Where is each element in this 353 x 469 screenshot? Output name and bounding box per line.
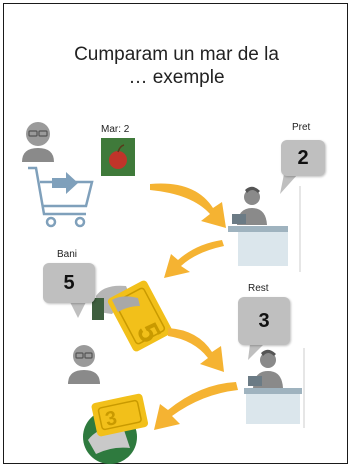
price-bubble-tail (280, 174, 298, 194)
customer-icon (68, 345, 100, 384)
hand-receiving-icon (83, 393, 149, 464)
money-bubble: 5 (43, 263, 95, 303)
arrow-icon (154, 382, 238, 430)
slide-title-line-2: … exemple (128, 67, 225, 88)
money-bubble-tail (70, 302, 86, 318)
change-bubble: 3 (238, 297, 290, 345)
customer-icon (22, 122, 54, 162)
cashier-icon (244, 348, 305, 428)
arrow-icon (150, 183, 226, 228)
money-label: Bani (57, 249, 78, 260)
cart-arrow-icon (52, 172, 78, 194)
arrow-icon (164, 240, 224, 278)
slide-title-line-1: Cumparam un mar de la (74, 44, 279, 65)
change-label: Rest (248, 283, 269, 294)
price-label: Pret (292, 122, 311, 133)
ticket-change-value: 3 (103, 407, 118, 431)
slide-frame (3, 3, 348, 464)
arrow-icon (168, 328, 224, 372)
cashier-icon (228, 186, 301, 272)
hand-paying-icon (92, 280, 173, 352)
apple-label: Mar: 2 (101, 124, 130, 135)
apple-icon (101, 138, 135, 176)
change-bubble-tail (248, 344, 264, 360)
shopping-cart-icon (28, 166, 94, 228)
price-bubble: 2 (281, 140, 325, 176)
